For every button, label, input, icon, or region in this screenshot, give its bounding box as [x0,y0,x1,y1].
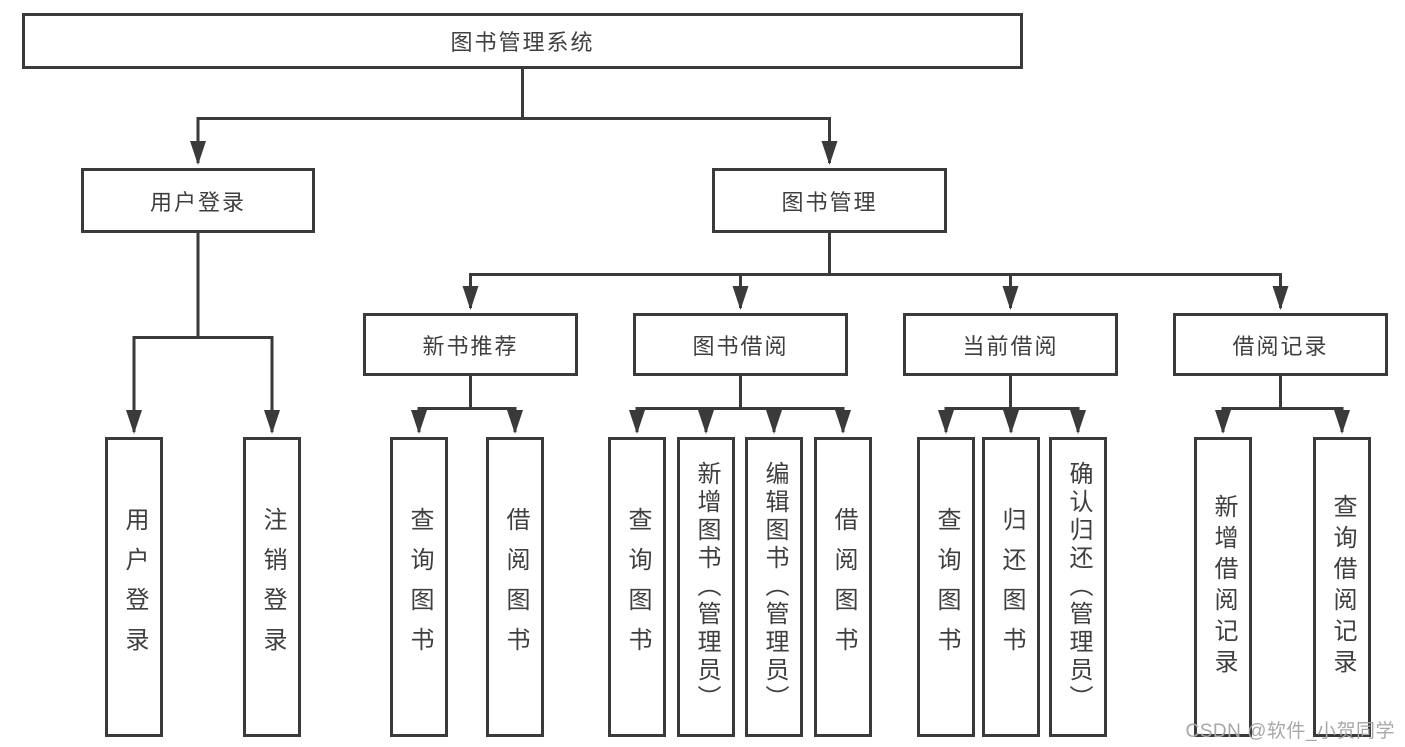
node-label: 编辑图书（管理员） [761,461,788,713]
node-label: 查询图书 [624,507,651,667]
leaf-return-books: 归还图书 [982,437,1040,737]
node-label: 借阅图书 [502,507,529,667]
node-user-login: 用户登录 [81,168,315,233]
leaf-query-books-current: 查询图书 [917,437,975,737]
node-label: 新增借阅记录 [1210,494,1237,680]
leaf-add-borrow-record: 新增借阅记录 [1194,437,1252,737]
node-label: 新增图书（管理员） [693,461,720,713]
node-book-management: 图书管理 [712,168,947,233]
node-label: 查询图书 [406,507,433,667]
node-label: 图书管理 [781,189,878,215]
leaf-query-books-borrowing: 查询图书 [608,437,666,737]
node-label: 归还图书 [998,507,1025,667]
node-label: 图书管理系统 [450,30,595,55]
node-label: 查询图书 [933,507,960,667]
leaf-add-books-admin: 新增图书（管理员） [677,437,735,737]
leaf-edit-books-admin: 编辑图书（管理员） [745,437,803,737]
node-book-borrowing: 图书借阅 [633,313,848,376]
node-label: 借阅记录 [1232,333,1329,359]
node-label: 查询借阅记录 [1329,494,1356,680]
csdn-watermark: CSDN @软件_小贺同学 [1185,721,1395,742]
leaf-user-login: 用户登录 [105,437,163,737]
leaf-logout: 注销登录 [243,437,301,737]
node-label: 用户登录 [121,507,148,667]
leaf-borrow-books-recommend: 借阅图书 [486,437,544,737]
node-label: 借阅图书 [830,507,857,667]
node-borrowing-records: 借阅记录 [1173,313,1388,376]
node-label: 当前借阅 [962,333,1059,359]
node-new-book-recommendation: 新书推荐 [363,313,578,376]
leaf-confirm-return-admin: 确认归还（管理员） [1049,437,1107,737]
node-label: 确认归还（管理员） [1065,461,1092,713]
node-label: 注销登录 [259,507,286,667]
node-current-borrowing: 当前借阅 [903,313,1118,376]
node-library-management-system: 图书管理系统 [22,13,1023,69]
leaf-query-books-recommend: 查询图书 [390,437,448,737]
node-label: 图书借阅 [692,333,789,359]
leaf-borrow-books: 借阅图书 [814,437,872,737]
node-label: 用户登录 [149,189,246,215]
node-label: 新书推荐 [422,333,519,359]
leaf-query-borrow-record: 查询借阅记录 [1313,437,1371,737]
